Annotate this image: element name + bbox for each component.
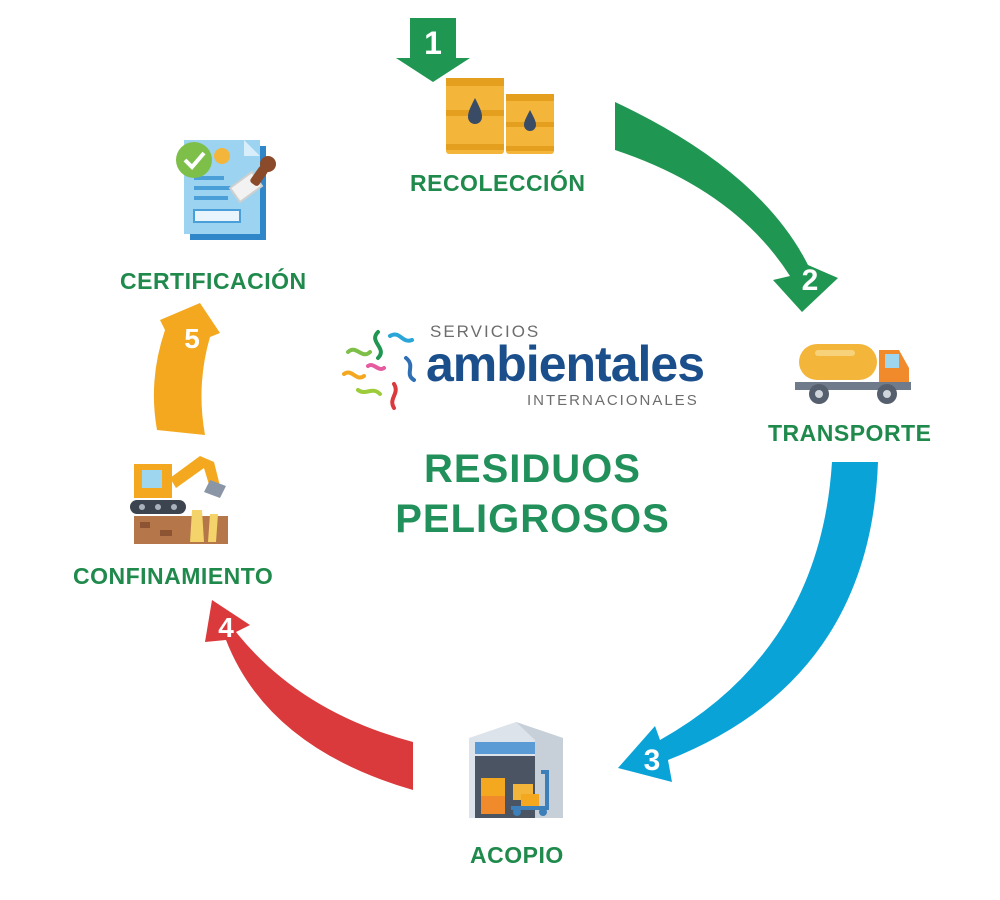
- step-4-number: 4: [218, 612, 234, 643]
- step-1-number: 1: [424, 25, 442, 61]
- diagram-title-line-2: PELIGROSOS: [395, 497, 670, 541]
- tanker-truck-icon: [795, 344, 911, 404]
- step-3-number: 3: [644, 744, 661, 777]
- step-5-label: CERTIFICACIÓN: [120, 268, 307, 294]
- step-1-marker: 1: [396, 18, 470, 82]
- step-2-arrow: 2: [615, 102, 838, 312]
- excavator-icon: [130, 456, 228, 544]
- step-4-label: CONFINAMIENTO: [73, 563, 274, 589]
- diagram-title-line-1: RESIDUOS: [424, 447, 641, 491]
- step-1-label: RECOLECCIÓN: [410, 170, 586, 196]
- step-5-arrow: 5: [153, 303, 220, 435]
- logo-wordmark: ambientales: [426, 336, 705, 392]
- step-4-arrow: 4: [205, 600, 413, 790]
- step-2-number: 2: [802, 264, 819, 297]
- certificate-document-icon: [176, 140, 276, 240]
- logo-subtitle-top: SERVICIOS: [430, 322, 541, 341]
- logo-subtitle-bottom: INTERNACIONALES: [527, 392, 699, 409]
- warehouse-icon: [469, 722, 563, 818]
- oil-barrels-icon: [446, 78, 554, 154]
- step-3-label: ACOPIO: [470, 842, 564, 868]
- step-5-number: 5: [184, 323, 200, 354]
- step-2-label: TRANSPORTE: [768, 420, 932, 446]
- logo-mark-icon: [342, 330, 416, 410]
- step-3-arrow: 3: [618, 462, 878, 782]
